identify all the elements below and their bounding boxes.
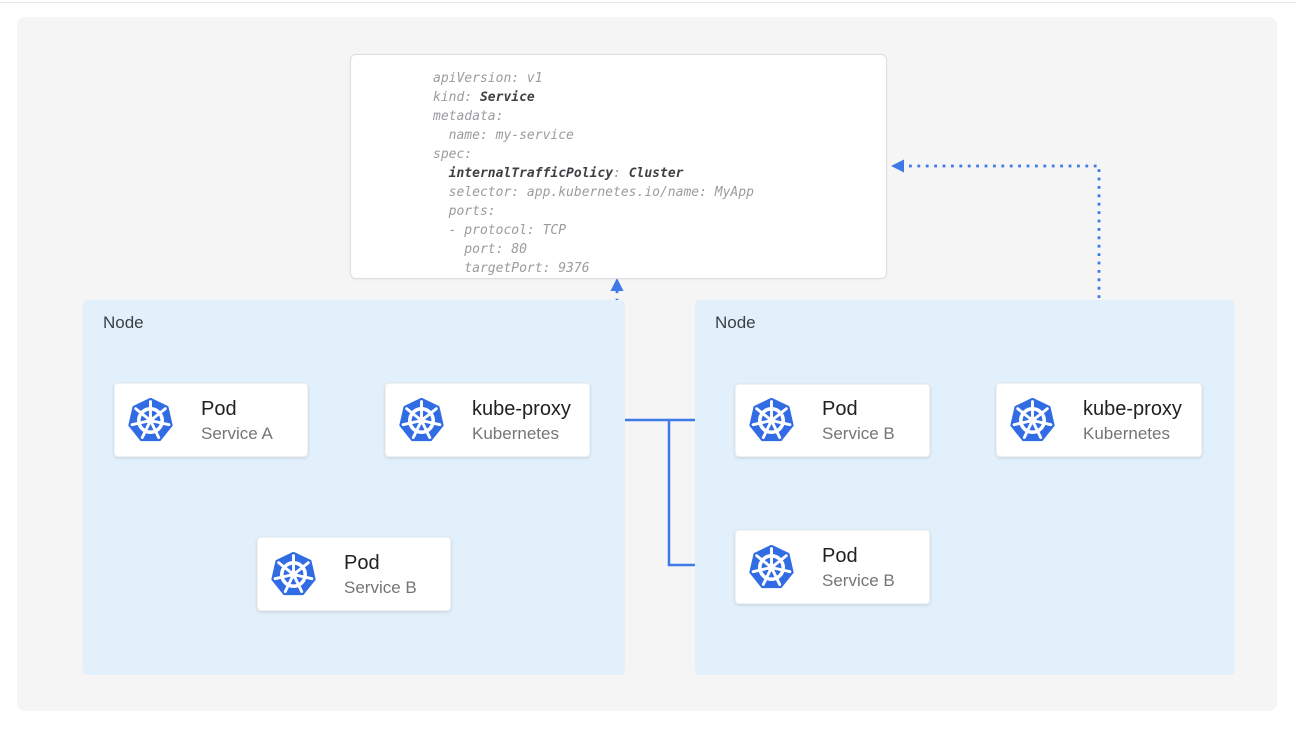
- kubernetes-icon: [399, 398, 444, 443]
- card-title: kube-proxy: [1083, 397, 1182, 420]
- code-line: ports:: [433, 204, 496, 219]
- code-line: metadata:: [433, 109, 504, 124]
- kube-proxy-left-card: kube-proxy Kubernetes: [385, 383, 590, 457]
- card-title: Pod: [344, 551, 380, 574]
- card-title: Pod: [822, 398, 858, 420]
- card-subtitle: Kubernetes: [472, 423, 559, 443]
- node-right: Node: [695, 300, 1235, 675]
- card-title: kube-proxy: [472, 397, 571, 420]
- card-subtitle: Service B: [822, 424, 895, 443]
- kubernetes-icon: [128, 398, 173, 443]
- kubernetes-icon: [749, 545, 794, 590]
- node-left-label: Node: [103, 313, 144, 332]
- pod-service-b-right-top-card: Pod Service B: [735, 384, 930, 457]
- service-yaml-box: apiVersion: v1 kind: Service metadata: n…: [350, 54, 887, 279]
- kubernetes-icon: [749, 398, 794, 443]
- diagram-panel: Node Node apiVersion: v1 kind: Service m…: [17, 17, 1277, 711]
- card-subtitle: Service B: [822, 570, 895, 590]
- code-line: spec:: [433, 147, 473, 162]
- card-subtitle: Service B: [344, 577, 417, 597]
- code-line: - protocol: TCP: [433, 223, 567, 238]
- code-line: targetPort: 9376: [433, 261, 590, 276]
- pod-service-b-left-card: Pod Service B: [257, 537, 451, 611]
- code-line: internalTrafficPolicy: Cluster: [448, 166, 684, 181]
- kube-proxy-right-card: kube-proxy Kubernetes: [996, 383, 1202, 457]
- code-line: selector: app.kubernetes.io/name: MyApp: [433, 185, 754, 200]
- code-line: name: my-service: [433, 128, 574, 143]
- code-line: port: 80: [433, 242, 527, 257]
- node-left: Node: [83, 300, 625, 675]
- top-divider: [0, 2, 1296, 3]
- card-subtitle: Kubernetes: [1083, 423, 1170, 443]
- code-line: apiVersion: v1: [433, 71, 543, 86]
- kubernetes-icon: [271, 552, 316, 597]
- pod-service-a-card: Pod Service A: [114, 383, 308, 457]
- kubernetes-icon: [1010, 398, 1055, 443]
- pod-service-b-right-bottom-card: Pod Service B: [735, 530, 930, 604]
- node-right-label: Node: [715, 313, 756, 332]
- card-subtitle: Service A: [201, 423, 273, 443]
- card-title: Pod: [822, 544, 858, 567]
- code-line: kind: Service: [433, 90, 535, 105]
- card-title: Pod: [201, 397, 237, 420]
